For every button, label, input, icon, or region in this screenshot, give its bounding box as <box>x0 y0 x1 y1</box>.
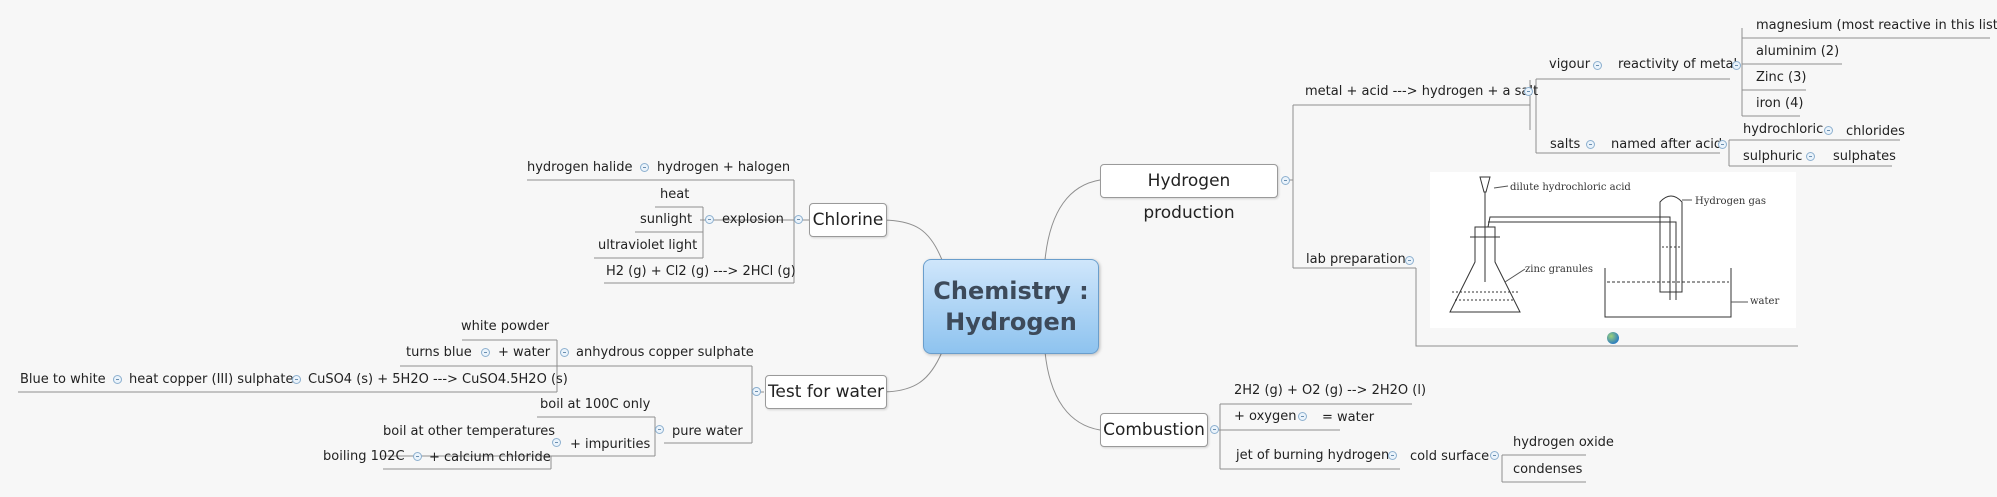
node-pure-water[interactable]: pure water <box>672 424 743 439</box>
collapse-toggle-icon[interactable] <box>560 348 569 357</box>
label-water: water <box>1750 296 1779 307</box>
node-salts[interactable]: salts <box>1550 137 1581 152</box>
node-ultraviolet[interactable]: ultraviolet light <box>598 238 698 253</box>
central-line2: Hydrogen <box>945 307 1077 336</box>
label-dilute-acid: dilute hydrochloric acid <box>1510 182 1631 193</box>
central-line1: Chemistry : <box>933 276 1089 305</box>
collapse-toggle-icon[interactable] <box>794 215 803 224</box>
collapse-toggle-icon[interactable] <box>481 348 490 357</box>
node-cold-surface[interactable]: cold surface <box>1410 449 1490 464</box>
node-impurities[interactable]: + impurities <box>570 437 651 452</box>
collapse-toggle-icon[interactable] <box>705 215 714 224</box>
central-topic[interactable]: Chemistry : Hydrogen <box>923 259 1099 354</box>
node-hydrochloric[interactable]: hydrochloric <box>1743 122 1824 137</box>
topic-hydrogen-production[interactable]: Hydrogen production <box>1100 164 1278 223</box>
collapse-toggle-icon[interactable] <box>1490 451 1499 460</box>
collapse-toggle-icon[interactable] <box>1524 87 1533 96</box>
collapse-toggle-icon[interactable] <box>752 387 761 396</box>
lab-apparatus-image: dilute hydrochloric acid Hydrogen gas zi… <box>1430 172 1796 328</box>
node-metal-acid[interactable]: metal + acid ---> hydrogen + a salt <box>1305 84 1539 99</box>
node-plus-oxygen[interactable]: + oxygen <box>1234 409 1297 424</box>
label-zinc-granules: zinc granules <box>1525 264 1593 275</box>
node-lab-preparation[interactable]: lab preparation <box>1306 252 1406 267</box>
topic-label: Hydrogen production <box>1143 171 1235 223</box>
collapse-toggle-icon[interactable] <box>1593 61 1602 70</box>
node-hydrogen-halide[interactable]: hydrogen halide <box>527 160 633 175</box>
collapse-toggle-icon[interactable] <box>1298 412 1307 421</box>
node-boil-other[interactable]: boil at other temperatures <box>383 424 556 439</box>
node-anhydrous[interactable]: anhydrous copper sulphate <box>576 345 754 360</box>
collapse-toggle-icon[interactable] <box>552 438 561 447</box>
node-explosion[interactable]: explosion <box>722 212 784 227</box>
node-boiling-102[interactable]: boiling 102C <box>323 449 405 464</box>
node-blue-to-white[interactable]: Blue to white <box>20 372 106 387</box>
collapse-toggle-icon[interactable] <box>1806 152 1815 161</box>
node-boil-100[interactable]: boil at 100C only <box>540 397 651 412</box>
collapse-toggle-icon[interactable] <box>655 425 664 434</box>
apparatus-drawing: dilute hydrochloric acid Hydrogen gas zi… <box>1449 176 1779 318</box>
collapse-toggle-icon[interactable] <box>640 163 649 172</box>
node-heat-copper[interactable]: heat copper (III) sulphate <box>129 372 294 387</box>
node-white-powder[interactable]: white powder <box>461 319 550 334</box>
topic-test-for-water[interactable]: Test for water <box>765 375 887 409</box>
topic-label: Test for water <box>767 382 885 402</box>
collapse-toggle-icon[interactable] <box>1210 425 1219 434</box>
collapse-toggle-icon[interactable] <box>413 452 422 461</box>
topic-chlorine[interactable]: Chlorine <box>809 203 887 237</box>
node-calcium-chloride[interactable]: + calcium chloride <box>429 450 551 465</box>
node-metal-1[interactable]: magnesium (most reactive in this list) <box>1756 18 1997 33</box>
collapse-toggle-icon[interactable] <box>292 375 301 384</box>
node-heat[interactable]: heat <box>660 187 690 202</box>
node-reactivity[interactable]: reactivity of metal <box>1618 57 1738 72</box>
collapse-toggle-icon[interactable] <box>1586 140 1595 149</box>
topic-combustion[interactable]: Combustion <box>1100 413 1208 447</box>
collapse-toggle-icon[interactable] <box>1718 140 1727 149</box>
label-hydrogen-gas: Hydrogen gas <box>1695 196 1766 207</box>
node-turns-blue[interactable]: turns blue <box>406 345 472 360</box>
collapse-toggle-icon[interactable] <box>1281 176 1290 185</box>
node-sunlight[interactable]: sunlight <box>640 212 693 227</box>
topic-label: Combustion <box>1103 420 1205 440</box>
node-combustion-equation[interactable]: 2H2 (g) + O2 (g) --> 2H2O (l) <box>1234 383 1427 398</box>
node-condenses[interactable]: condenses <box>1513 462 1583 477</box>
globe-icon[interactable] <box>1607 332 1619 344</box>
collapse-toggle-icon[interactable] <box>1824 126 1833 135</box>
node-vigour[interactable]: vigour <box>1549 57 1591 72</box>
node-sulphuric[interactable]: sulphuric <box>1743 149 1803 164</box>
node-named-after-acid[interactable]: named after acid <box>1611 137 1723 152</box>
node-plus-water[interactable]: + water <box>498 345 551 360</box>
collapse-toggle-icon[interactable] <box>1732 61 1741 70</box>
collapse-toggle-icon[interactable] <box>113 375 122 384</box>
node-jet-burning[interactable]: jet of burning hydrogen <box>1236 448 1390 463</box>
node-metal-3[interactable]: Zinc (3) <box>1756 70 1807 85</box>
collapse-toggle-icon[interactable] <box>1405 256 1414 265</box>
node-chlorides[interactable]: chlorides <box>1846 124 1905 139</box>
node-sulphates[interactable]: sulphates <box>1833 149 1896 164</box>
node-cuso4-equation[interactable]: CuSO4 (s) + 5H2O ---> CuSO4.5H2O (s) <box>308 372 568 387</box>
node-hydrogen-oxide[interactable]: hydrogen oxide <box>1513 435 1614 450</box>
collapse-toggle-icon[interactable] <box>1388 451 1397 460</box>
topic-label: Chlorine <box>812 210 884 230</box>
node-equals-water[interactable]: = water <box>1322 410 1375 425</box>
node-h2-cl2-equation[interactable]: H2 (g) + Cl2 (g) ---> 2HCl (g) <box>606 264 796 279</box>
node-metal-4[interactable]: iron (4) <box>1756 96 1804 111</box>
node-metal-2[interactable]: aluminim (2) <box>1756 44 1840 59</box>
node-hydrogen-halogen[interactable]: hydrogen + halogen <box>657 160 791 175</box>
